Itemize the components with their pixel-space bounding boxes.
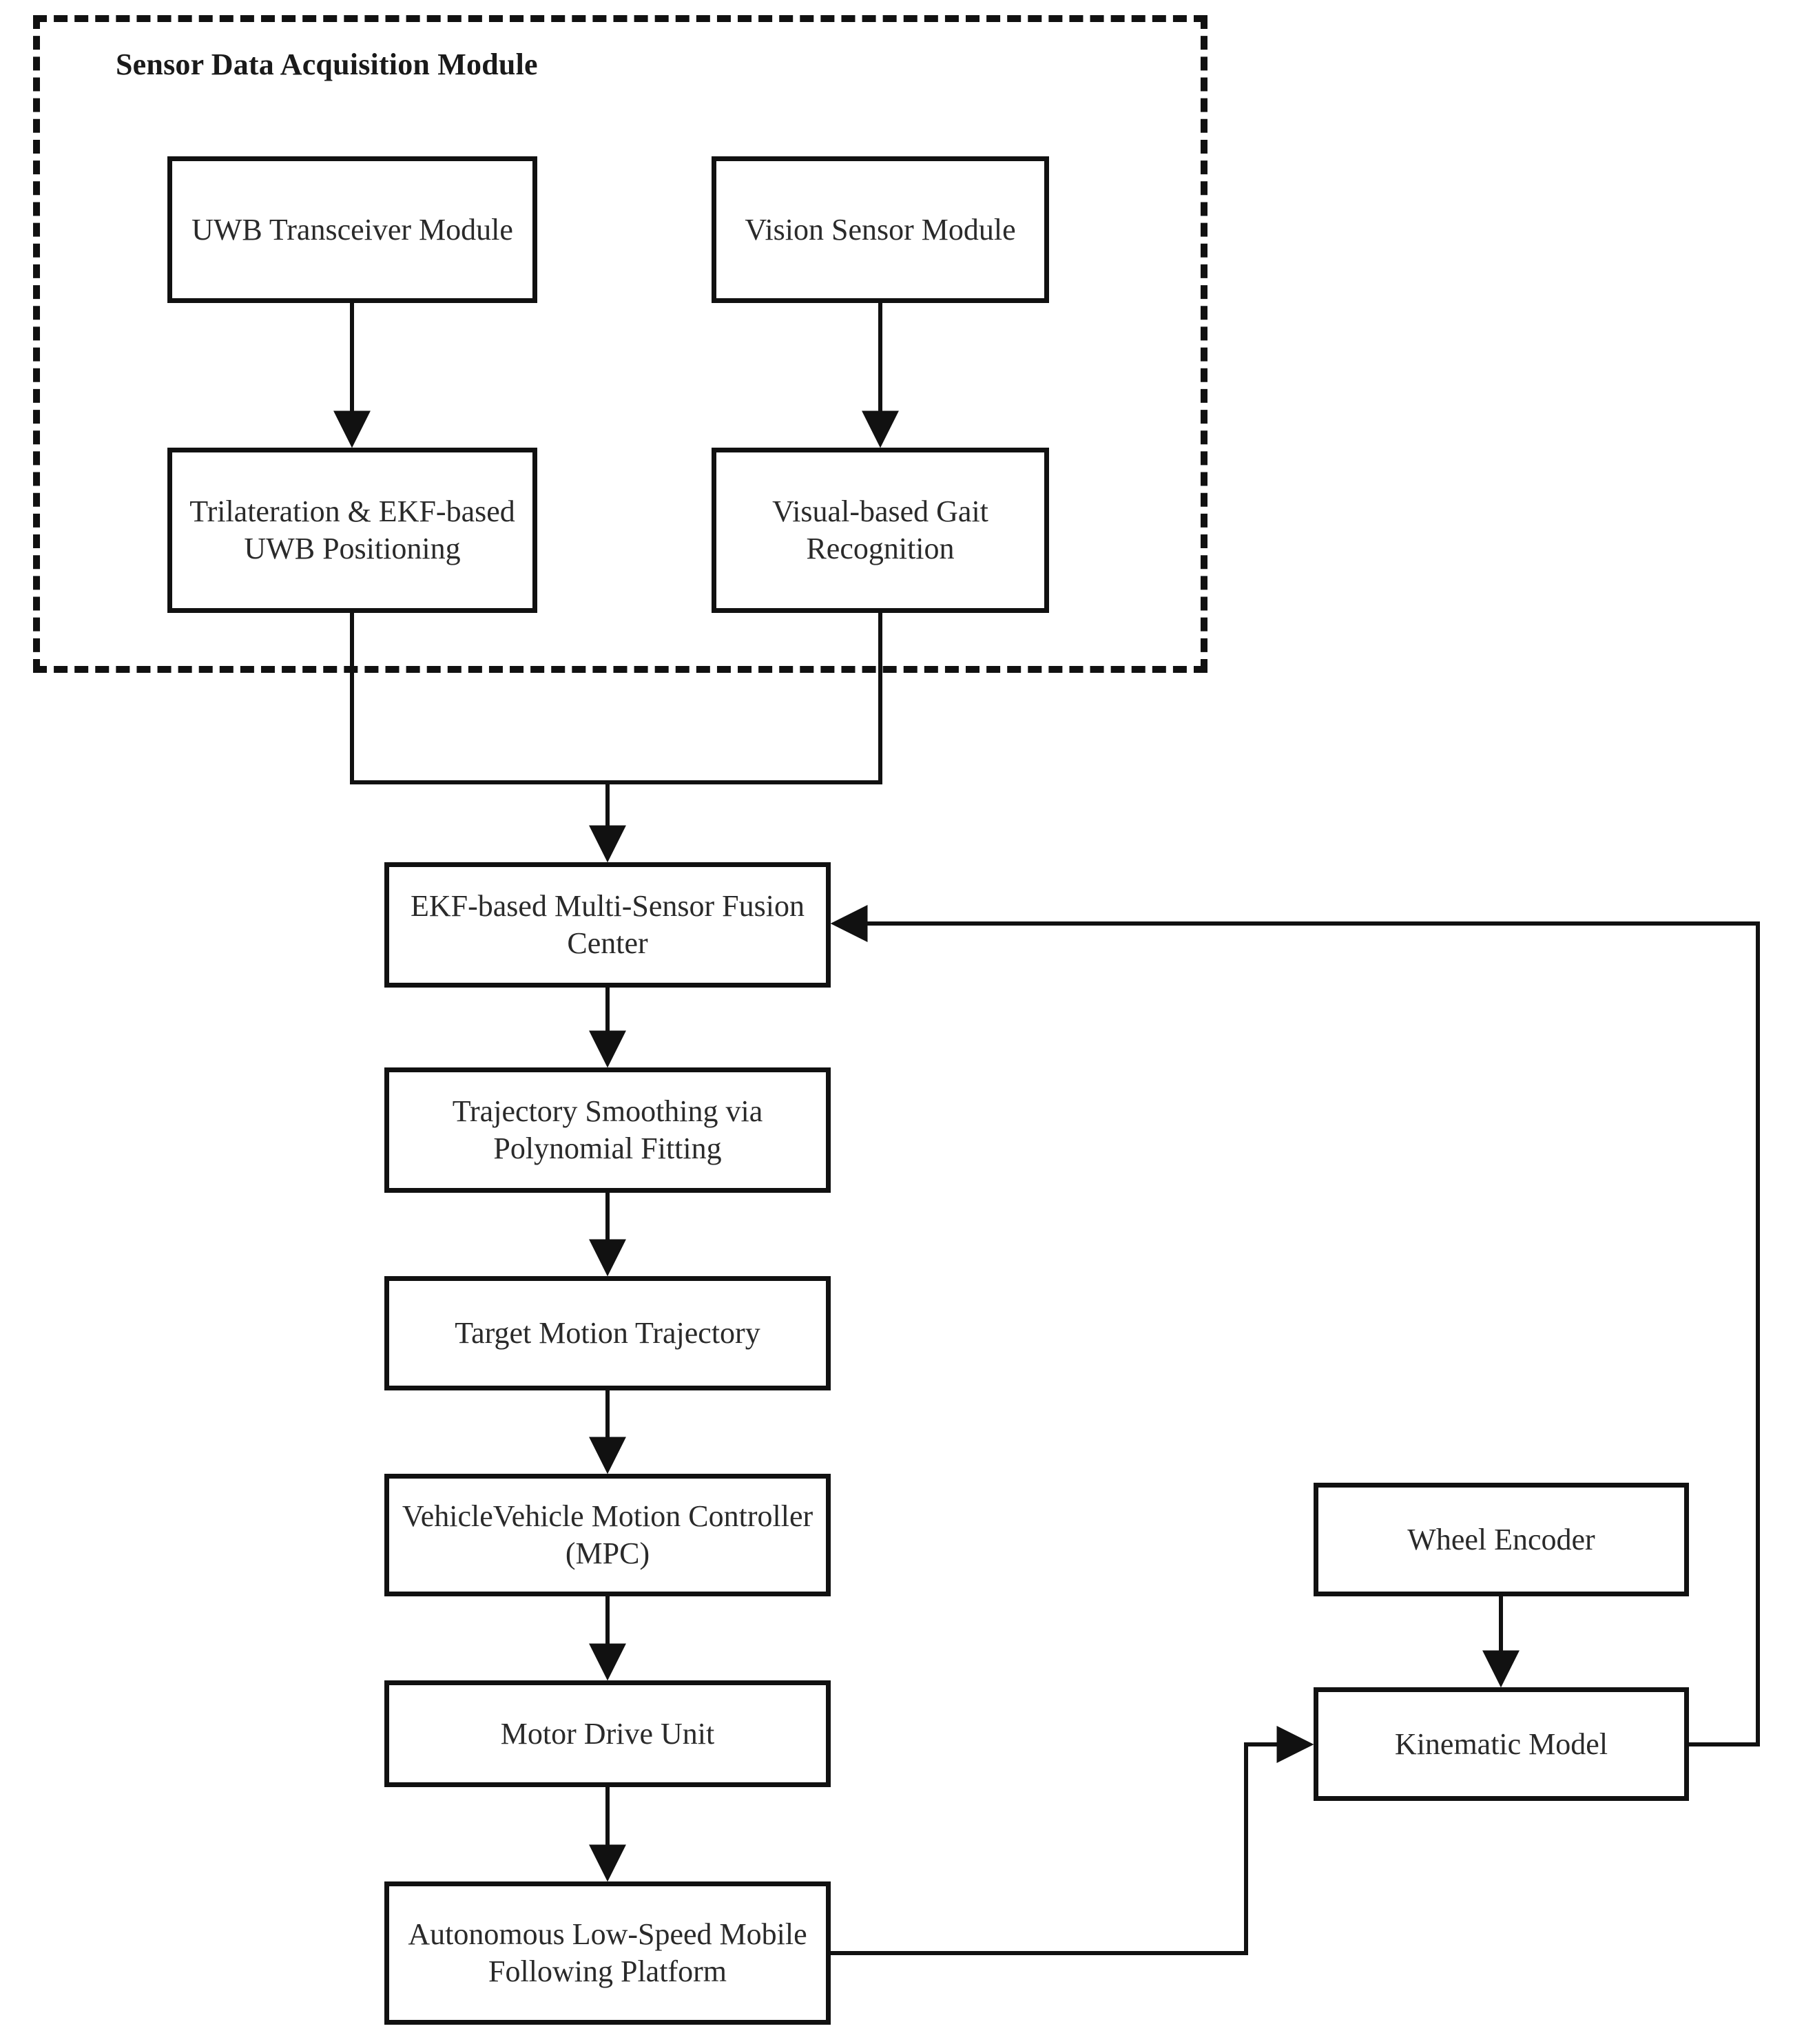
node-label: Trajectory Smoothing via Polynomial Fitt… [452, 1094, 763, 1165]
node-wheel-encoder[interactable]: Wheel Encoder [1314, 1483, 1689, 1596]
node-vision-sensor-module[interactable]: Vision Sensor Module [712, 156, 1049, 303]
group-title-sensor-data-acquisition: Sensor Data Acquisition Module [116, 48, 538, 81]
node-label: Kinematic Model [1394, 1727, 1608, 1761]
node-label: Motor Drive Unit [500, 1716, 715, 1751]
node-ekf-based-multi-sensor-fusion-center[interactable]: EKF-based Multi-Sensor Fusion Center [384, 862, 831, 988]
node-label: Trilateration & EKF-based UWB Positionin… [189, 494, 515, 565]
node-autonomous-low-speed-mobile-following-platform[interactable]: Autonomous Low-Speed Mobile Following Pl… [384, 1881, 831, 2025]
node-trajectory-smoothing-polynomial-fitting[interactable]: Trajectory Smoothing via Polynomial Fitt… [384, 1067, 831, 1193]
node-label: Visual-based Gait Recognition [772, 494, 988, 565]
node-uwb-transceiver-module[interactable]: UWB Transceiver Module [167, 156, 537, 303]
node-label: Wheel Encoder [1407, 1522, 1595, 1556]
node-vehicle-motion-controller-mpc[interactable]: VehicleVehicle Motion Controller (MPC) [384, 1474, 831, 1596]
node-label: Target Motion Trajectory [455, 1316, 760, 1350]
edge-platform-to-kinematic [831, 1726, 1314, 1955]
node-label: EKF-based Multi-Sensor Fusion Center [411, 889, 805, 960]
node-visual-based-gait-recognition[interactable]: Visual-based Gait Recognition [712, 448, 1049, 613]
node-target-motion-trajectory[interactable]: Target Motion Trajectory [384, 1276, 831, 1390]
edge-kinematic-feedback-to-fusion [830, 905, 1760, 1746]
node-trilateration-ekf-uwb-positioning[interactable]: Trilateration & EKF-based UWB Positionin… [167, 448, 537, 613]
node-label: VehicleVehicle Motion Controller (MPC) [402, 1499, 813, 1570]
node-label: UWB Transceiver Module [191, 212, 513, 247]
node-label: Autonomous Low-Speed Mobile Following Pl… [408, 1917, 807, 1988]
node-kinematic-model[interactable]: Kinematic Model [1314, 1687, 1689, 1801]
node-motor-drive-unit[interactable]: Motor Drive Unit [384, 1680, 831, 1787]
node-label: Vision Sensor Module [745, 212, 1016, 247]
